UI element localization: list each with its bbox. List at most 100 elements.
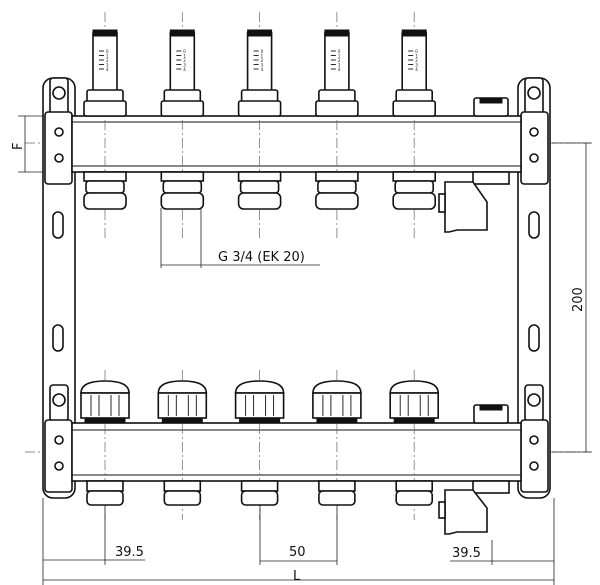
flowmeter-tube: [324, 32, 350, 92]
flowmeter-scale-label: 0: [338, 49, 341, 54]
valve-cap: [157, 392, 208, 419]
drain-valve-bottom: [438, 480, 510, 535]
outlet-fitting: [85, 180, 125, 194]
flowmeter-nut: [315, 100, 359, 117]
end-cap: [44, 419, 73, 493]
outlet-fitting: [83, 192, 127, 210]
flowmeter-scale-label: 0: [106, 49, 109, 54]
outlet-nut: [86, 480, 124, 492]
flowmeter-cap: [324, 29, 350, 37]
bolt-icon: [529, 435, 539, 445]
flowmeter-cap: [92, 29, 118, 37]
flowmeter-scale-label: 1: [261, 54, 264, 59]
right-bracket: [517, 77, 551, 499]
cap-ring: [239, 417, 281, 424]
bracket-screw-icon: [52, 393, 66, 407]
air-vent-top: [473, 97, 509, 117]
bolt-icon: [529, 461, 539, 471]
drain-body: [444, 489, 488, 535]
cap-ring: [84, 417, 126, 424]
bolt-icon: [529, 153, 539, 163]
outlet-fitting: [395, 490, 434, 506]
flowmeter-tube: [401, 32, 428, 92]
bracket-screw-icon: [52, 86, 66, 100]
drain-nut: [472, 171, 510, 185]
end-cap: [520, 419, 549, 493]
flowmeter-cap: [169, 29, 195, 37]
air-vent-bottom: [473, 404, 509, 424]
outlet-nut: [318, 480, 356, 492]
flowmeter-scale-label: 3: [415, 63, 418, 68]
outlet-fitting: [240, 490, 279, 506]
flowmeter-scale-label: 2: [106, 58, 109, 63]
valve-cap: [312, 392, 362, 419]
flowmeter-cap: [247, 29, 273, 37]
outlet-fitting: [317, 180, 357, 194]
flowmeter-scale-label: 2: [415, 58, 418, 63]
pitch-label: 50: [289, 545, 306, 560]
outlet-fitting: [162, 180, 203, 194]
bolt-icon: [54, 435, 64, 445]
valve-cap-dome: [234, 380, 285, 394]
dimension-f: F: [11, 115, 45, 173]
vent-cap: [479, 97, 503, 104]
outlet-nut: [160, 171, 205, 182]
outlet-fitting: [239, 180, 280, 194]
drain-nut: [472, 480, 510, 494]
valve-cap-dome: [312, 380, 362, 394]
left-offset-label: 39.5: [115, 545, 144, 560]
left-bracket: [42, 77, 76, 499]
outlet-nut: [315, 171, 359, 182]
dimension-height: 200: [552, 142, 592, 453]
bolt-icon: [54, 127, 64, 137]
flowmeter-nut: [392, 100, 437, 117]
outlet-fitting: [237, 192, 282, 210]
outlet-nut: [237, 171, 282, 182]
flowmeter-nut: [237, 100, 282, 117]
flowmeter-scale-label: 3: [338, 63, 341, 68]
bracket-slot: [52, 324, 64, 352]
cap-ring: [316, 417, 358, 424]
bolt-icon: [529, 127, 539, 137]
flowmeter-scale-label: 4: [338, 67, 341, 72]
bolt-icon: [54, 461, 64, 471]
length-label: L: [293, 569, 301, 584]
flowmeter-scale-label: 4: [261, 67, 264, 72]
outlet-nut: [240, 480, 279, 492]
flowmeter-scale-label: 3: [183, 63, 186, 68]
dimension-thread: G 3/4 (EK 20): [160, 208, 320, 268]
flowmeter-scale-label: 4: [415, 67, 418, 72]
outlet-nut: [395, 480, 434, 492]
end-cap: [44, 111, 73, 185]
valve-cap: [234, 392, 285, 419]
thread-label: G 3/4 (EK 20): [218, 250, 305, 265]
drain-handle: [438, 501, 446, 519]
flowmeter-nut: [83, 100, 127, 117]
vent-cap: [479, 404, 503, 411]
valve-cap-dome: [389, 380, 440, 394]
flowmeter-scale-label: 3: [261, 63, 264, 68]
flowmeter-tube: [92, 32, 118, 92]
flowmeter-scale-label: 4: [106, 67, 109, 72]
outlet-fitting: [160, 192, 205, 210]
dimension-f-label: F: [11, 143, 26, 150]
flowmeter-scale-label: 0: [261, 49, 264, 54]
bracket-slot: [52, 211, 64, 239]
flowmeter-scale-label: 1: [106, 54, 109, 59]
drain-body: [444, 181, 488, 233]
flowmeter-tube: [246, 32, 273, 92]
right-offset-label: 39.5: [452, 546, 481, 561]
outlet-fitting: [163, 490, 202, 506]
flowmeter-scale-label: 4: [183, 67, 186, 72]
drain-valve-top: [438, 171, 510, 233]
outlet-fitting: [86, 490, 124, 506]
